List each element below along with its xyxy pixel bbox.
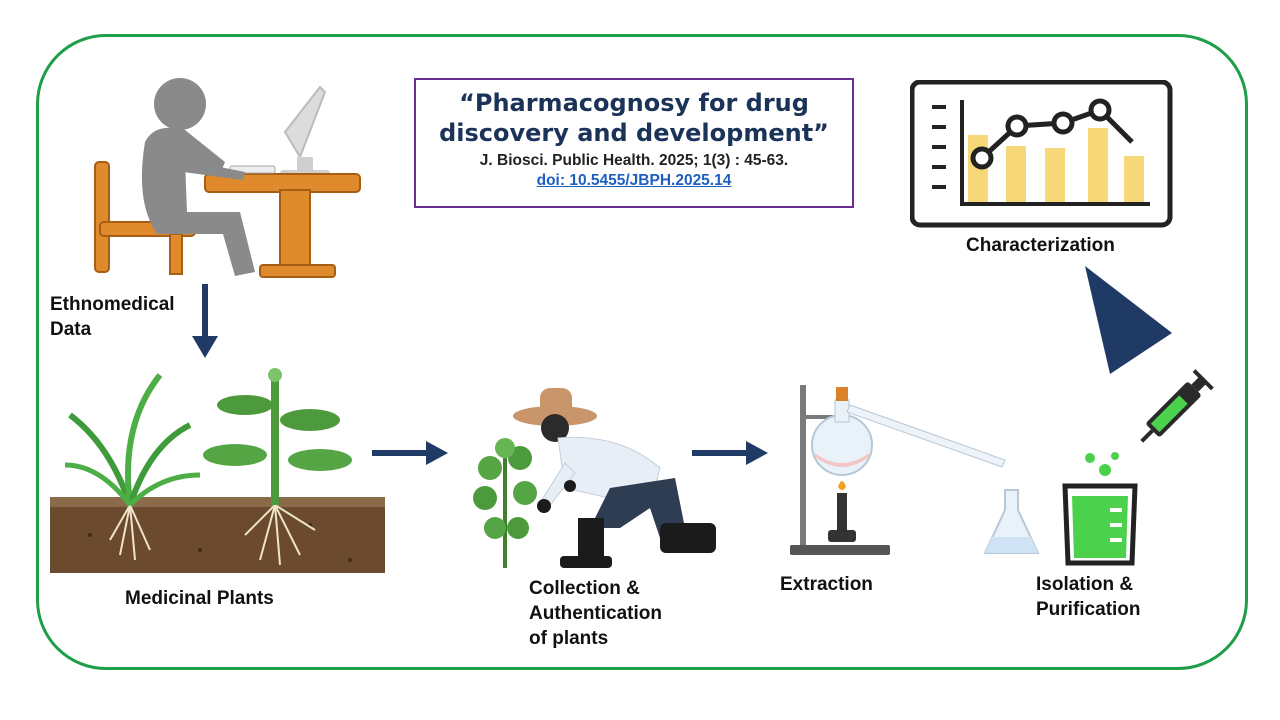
plant-collector-illustration [460, 378, 730, 573]
medicinal-plants-illustration [50, 365, 385, 575]
isolation-beaker-syringe-illustration [1050, 358, 1215, 568]
ethnomedical-data-label: Ethnomedical Data [50, 292, 175, 342]
down-arrow [190, 284, 220, 360]
collection-label-line2: Authentication [529, 603, 662, 624]
journal-citation: J. Biosci. Public Health. 2025; 1(3) : 4… [479, 152, 789, 169]
collection-label: Collection & Authentication of plants [529, 576, 662, 651]
isolation-label-line1: Isolation & [1036, 574, 1134, 595]
rounded-frame [36, 34, 1248, 670]
ethnomedical-label-line2: Data [50, 319, 92, 340]
person-at-computer-illustration [75, 62, 375, 287]
medicinal-plants-label: Medicinal Plants [125, 588, 274, 609]
isolation-label: Isolation & Purification [1036, 572, 1141, 622]
title-box: “Pharmacognosy for drug discovery and de… [414, 78, 854, 208]
collection-label-line1: Collection & [529, 578, 640, 599]
characterization-label: Characterization [966, 235, 1115, 256]
extraction-label: Extraction [780, 574, 873, 595]
characterization-chart-icon [910, 80, 1175, 230]
paper-title-line1: “Pharmacognosy for drug [459, 89, 809, 117]
right-arrow-1 [372, 440, 450, 466]
extraction-apparatus-illustration [780, 375, 1045, 570]
paper-title: “Pharmacognosy for drug discovery and de… [416, 88, 852, 148]
isolation-label-line2: Purification [1036, 599, 1141, 620]
up-right-arrow [1080, 258, 1180, 376]
ethnomedical-label-line1: Ethnomedical [50, 294, 175, 315]
doi-link[interactable]: doi: 10.5455/JBPH.2025.14 [536, 172, 732, 189]
collection-label-line3: of plants [529, 628, 609, 649]
paper-title-line2: discovery and development” [439, 119, 829, 147]
right-arrow-2 [692, 440, 770, 466]
